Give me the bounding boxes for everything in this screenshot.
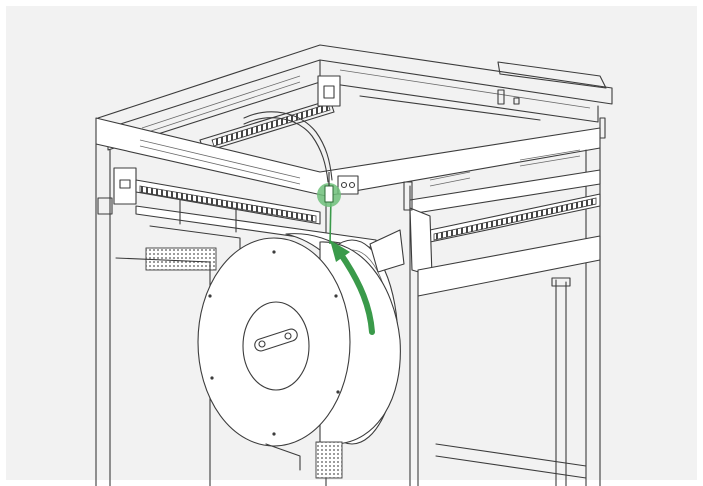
spool-holder: [369, 229, 405, 273]
feed-port-highlight-icon: [317, 172, 341, 207]
filament-spool: [197, 233, 401, 479]
right-side-frame: [403, 169, 601, 486]
feed-port-assembly: [243, 75, 359, 195]
left-side-frame: [97, 167, 377, 486]
